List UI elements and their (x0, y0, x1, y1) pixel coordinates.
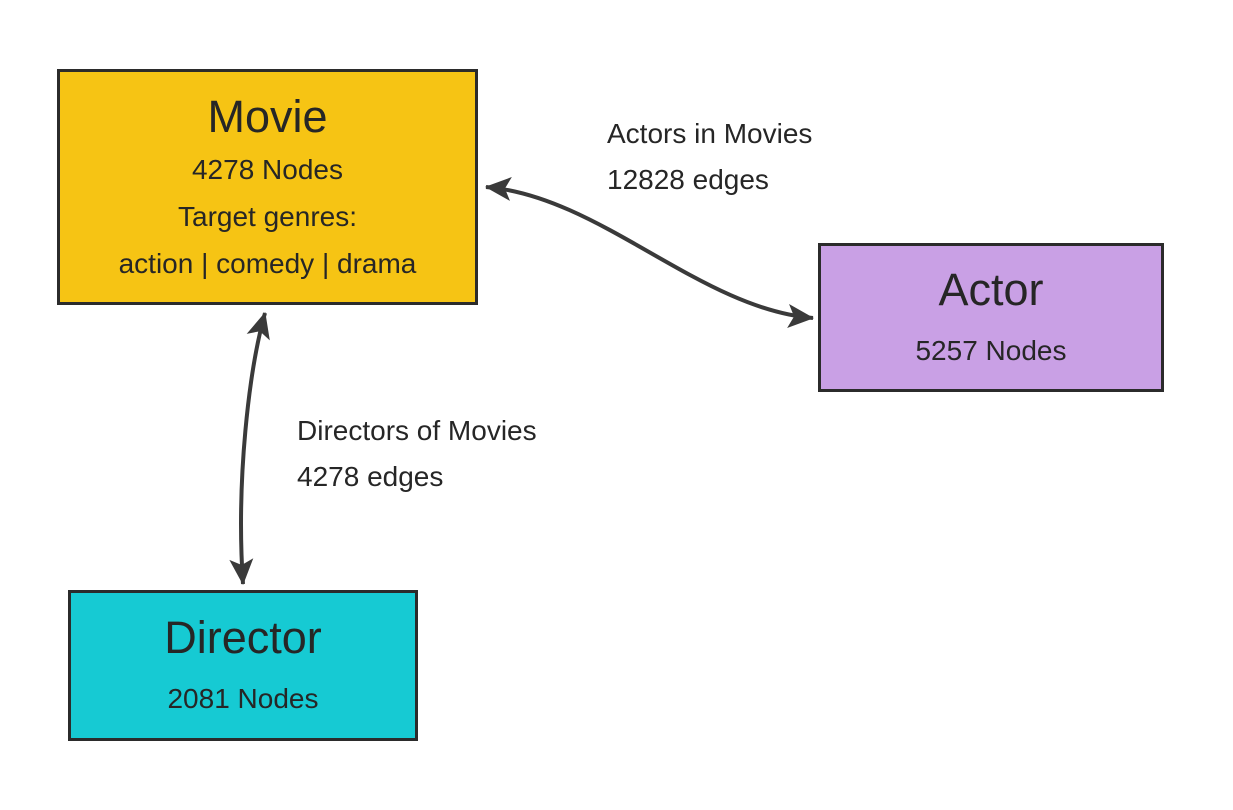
edge-movie-actor-arrow (485, 177, 814, 328)
node-director-title: Director (164, 612, 322, 663)
node-movie: Movie 4278 Nodes Target genres: action |… (57, 69, 478, 305)
edge-label-movie-director: Directors of Movies 4278 edges (297, 408, 537, 500)
node-movie-node-count: 4278 Nodes (191, 153, 343, 185)
edge-movie-director-arrow (229, 312, 270, 585)
node-movie-title: Movie (207, 90, 328, 142)
edge-label-movie-director-text: Directors of Movies (297, 415, 537, 446)
edge-label-movie-actor-text: Actors in Movies (607, 118, 813, 149)
node-movie-target-genres-label: Target genres: (178, 200, 357, 232)
edge-label-movie-actor-count: 12828 edges (607, 164, 769, 195)
node-actor-node-count: 5257 Nodes (915, 335, 1067, 366)
node-actor: Actor 5257 Nodes (818, 243, 1164, 392)
edge-label-movie-actor: Actors in Movies 12828 edges (607, 111, 812, 203)
node-director-node-count: 2081 Nodes (167, 683, 319, 714)
edge-label-movie-director-count: 4278 edges (297, 461, 444, 492)
node-actor-title: Actor (938, 264, 1044, 315)
node-director: Director 2081 Nodes (68, 590, 418, 741)
node-movie-genres-list: action | comedy | drama (118, 247, 417, 279)
